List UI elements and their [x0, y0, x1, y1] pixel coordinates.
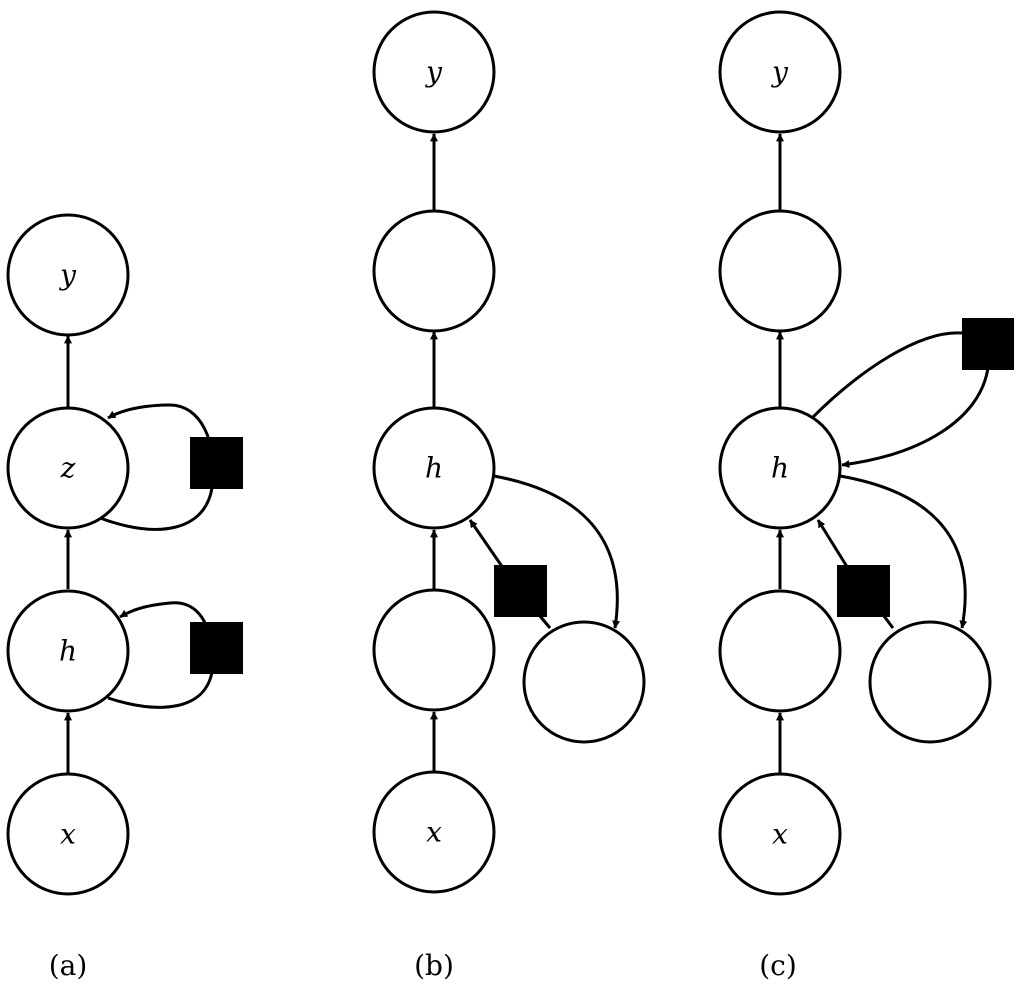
label-y: y — [58, 259, 77, 292]
label-z: z — [60, 452, 76, 485]
panel-c: y h x (c) — [718, 10, 1014, 982]
node-side — [522, 620, 646, 744]
node-x — [718, 772, 842, 896]
edge-h-to-side-node — [493, 474, 621, 629]
node-side — [868, 620, 992, 744]
panel-a: y z h x (a) — [6, 213, 243, 982]
label-x: x — [426, 816, 442, 849]
caption-a: (a) — [49, 949, 88, 982]
panel-b: y h x (b) — [372, 10, 646, 982]
gate-h — [190, 622, 243, 674]
gate-b — [494, 565, 547, 617]
label-y: y — [770, 56, 789, 89]
node-z — [6, 406, 130, 530]
node-h — [6, 589, 130, 713]
node-hidden-upper — [718, 209, 842, 333]
node-h — [372, 406, 496, 530]
node-h — [718, 406, 842, 530]
node-y — [6, 213, 130, 337]
label-x: x — [772, 818, 788, 851]
node-y — [718, 10, 842, 134]
caption-c: (c) — [759, 949, 797, 982]
node-y — [372, 10, 496, 134]
node-hidden-upper — [372, 209, 496, 333]
label-x: x — [60, 818, 76, 851]
gate-c-upper — [962, 318, 1014, 370]
label-h: h — [771, 452, 789, 485]
node-hidden-lower — [718, 589, 842, 713]
node-x — [372, 770, 496, 894]
label-y: y — [424, 56, 443, 89]
edge-h-to-side-node — [839, 474, 968, 629]
node-hidden-lower — [372, 588, 496, 712]
node-x — [6, 772, 130, 896]
gate-z — [190, 437, 243, 489]
edge-h-to-upper-gate — [810, 331, 963, 420]
label-h: h — [425, 452, 443, 485]
label-h: h — [59, 635, 77, 668]
caption-b: (b) — [414, 949, 454, 982]
edge-upper-gate-to-h — [841, 367, 990, 469]
gate-c-lower — [837, 565, 890, 617]
